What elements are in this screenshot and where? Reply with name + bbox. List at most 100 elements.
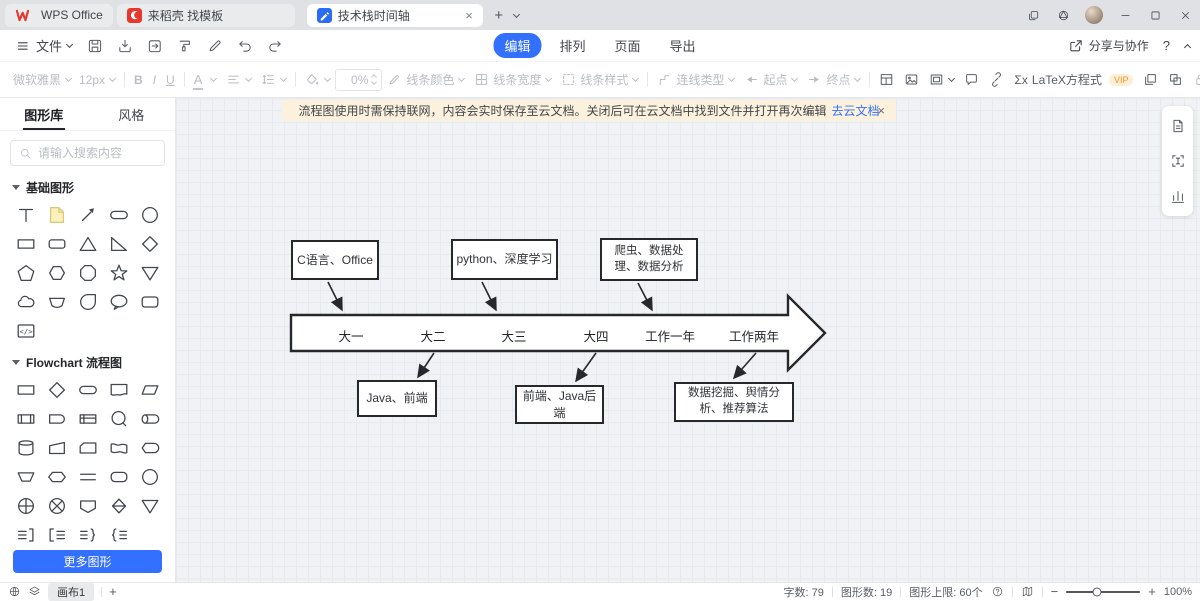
tab-docer-templates[interactable]: 来稻壳 找模板 xyxy=(116,3,295,27)
shape-card-icon[interactable] xyxy=(75,436,101,460)
more-shapes-button[interactable]: 更多图形 xyxy=(13,550,162,573)
shape-triangle-down-icon[interactable] xyxy=(137,261,163,285)
connector-arrow[interactable] xyxy=(327,281,343,312)
shape-terminator-icon[interactable] xyxy=(75,378,101,402)
section-basic-shapes[interactable]: 基础图形 xyxy=(0,170,175,201)
diagram-box[interactable]: python、深度学习 xyxy=(451,239,558,280)
shape-delay-icon[interactable] xyxy=(44,407,70,431)
bar-chart-icon[interactable] xyxy=(1167,186,1189,206)
shape-document-icon[interactable] xyxy=(106,378,132,402)
shape-diamond-icon[interactable] xyxy=(137,232,163,256)
shape-annotation-right-icon[interactable] xyxy=(13,523,39,547)
shape-rounded-box-icon[interactable] xyxy=(137,290,163,314)
tab-style[interactable]: 风格 xyxy=(118,107,145,123)
shape-decision-icon[interactable] xyxy=(44,378,70,402)
shape-octagon-icon[interactable] xyxy=(75,261,101,285)
document-outline-icon[interactable] xyxy=(1167,116,1189,136)
line-width-button[interactable]: 线条宽度 xyxy=(469,68,556,92)
diagram-box[interactable]: 数据挖掘、舆情分析、推荐算法 xyxy=(674,382,794,422)
globe-icon[interactable] xyxy=(8,585,21,598)
shape-off-page-icon[interactable] xyxy=(75,494,101,518)
question-circle-icon[interactable] xyxy=(991,585,1004,598)
tab-document-active[interactable]: 技术栈时间轴 × xyxy=(306,3,483,27)
add-canvas-button[interactable]: + xyxy=(109,584,117,599)
help-button[interactable]: ? xyxy=(1162,38,1170,53)
connector-arrow[interactable] xyxy=(637,282,653,312)
shape-parallel-mode-icon[interactable] xyxy=(75,465,101,489)
share-collaborate-button[interactable]: 分享与协作 xyxy=(1068,37,1149,54)
shape-circle-icon[interactable] xyxy=(137,203,163,227)
shape-process-icon[interactable] xyxy=(13,378,39,402)
italic-button[interactable]: I xyxy=(152,72,157,87)
align-button[interactable] xyxy=(221,68,256,92)
undo-button[interactable] xyxy=(231,34,258,58)
shape-cloud-icon[interactable] xyxy=(13,290,39,314)
save-button[interactable] xyxy=(81,34,108,58)
section-flowchart-shapes[interactable]: Flowchart 流程图 xyxy=(0,345,175,376)
opacity-spinner[interactable]: 0% xyxy=(335,68,383,91)
file-menu[interactable]: 文件 xyxy=(10,34,78,58)
line-style-button[interactable]: 线条样式 xyxy=(556,68,643,92)
slide-frame-button[interactable] xyxy=(924,68,959,92)
shape-teardrop-icon[interactable] xyxy=(75,290,101,314)
zoom-slider-knob[interactable] xyxy=(1092,587,1102,596)
underline-button[interactable]: U xyxy=(166,72,175,87)
shape-collate-icon[interactable] xyxy=(106,494,132,518)
shape-text-icon[interactable] xyxy=(13,203,39,227)
overview-map-icon[interactable] xyxy=(1021,585,1034,598)
stacked-windows-icon[interactable] xyxy=(1018,0,1048,30)
connector-arrow[interactable] xyxy=(732,352,757,380)
shape-star-icon[interactable] xyxy=(106,261,132,285)
close-tab-icon[interactable]: × xyxy=(465,7,473,23)
redo-button[interactable] xyxy=(261,34,288,58)
search-input[interactable] xyxy=(38,146,156,160)
shape-or-junction-icon[interactable] xyxy=(106,407,132,431)
diagram-box[interactable]: 前端、Java后端 xyxy=(515,385,604,424)
insert-image-button[interactable] xyxy=(899,68,924,92)
shape-rectangle-icon[interactable] xyxy=(13,232,39,256)
shape-search-box[interactable] xyxy=(10,140,165,166)
shape-parallelogram-icon[interactable] xyxy=(137,378,163,402)
zoom-slider[interactable] xyxy=(1066,587,1141,596)
shape-sticky-note-icon[interactable] xyxy=(44,203,70,227)
shape-display-icon[interactable] xyxy=(137,436,163,460)
shape-predefined-process-icon[interactable] xyxy=(13,407,39,431)
shape-code-block-icon[interactable]: </> xyxy=(13,319,39,343)
shape-summing-junction-icon[interactable] xyxy=(13,494,39,518)
shape-arrow-icon[interactable] xyxy=(75,203,101,227)
shape-punched-tape-icon[interactable] xyxy=(106,436,132,460)
shape-or-cross-icon[interactable] xyxy=(44,494,70,518)
go-to-cloud-doc-link[interactable]: 去云文档 xyxy=(831,104,880,118)
collapse-toolbar-icon[interactable] xyxy=(1183,43,1192,51)
tab-arrange[interactable]: 排列 xyxy=(559,39,586,54)
shape-manual-operation-icon[interactable] xyxy=(44,436,70,460)
start-point-button[interactable]: 起点 xyxy=(739,68,802,92)
layers-icon[interactable] xyxy=(28,585,41,598)
shape-preparation-icon[interactable] xyxy=(44,465,70,489)
shape-right-triangle-icon[interactable] xyxy=(106,232,132,256)
combine-shapes-button[interactable] xyxy=(1163,68,1188,92)
tab-export[interactable]: 导出 xyxy=(669,39,696,54)
canvas[interactable]: 流程图使用时需保持联网，内容会实时保存至云文档。关闭后可在云文档中找到文件并打开… xyxy=(176,98,1200,582)
shape-brace-left-icon[interactable] xyxy=(106,523,132,547)
edit-pencil-button[interactable] xyxy=(201,34,228,58)
layout-button[interactable] xyxy=(874,68,899,92)
export-button[interactable] xyxy=(141,34,168,58)
connector-arrow[interactable] xyxy=(481,281,497,312)
connector-type-button[interactable]: 连线类型 xyxy=(652,68,739,92)
zoom-in-button[interactable]: + xyxy=(1148,584,1156,599)
bring-to-front-button[interactable] xyxy=(1138,68,1163,92)
shape-connector-icon[interactable] xyxy=(137,465,163,489)
bold-button[interactable]: B xyxy=(134,72,143,87)
font-color-button[interactable]: A xyxy=(189,68,222,92)
shape-merge-icon[interactable] xyxy=(137,494,163,518)
close-window-button[interactable] xyxy=(1170,0,1200,30)
font-family-select[interactable]: 微软雅黑 xyxy=(8,68,74,92)
avatar[interactable] xyxy=(1085,6,1103,24)
shape-triangle-icon[interactable] xyxy=(75,232,101,256)
comment-button[interactable] xyxy=(959,68,984,92)
line-color-button[interactable]: 线条颜色 xyxy=(382,68,469,92)
fill-color-button[interactable] xyxy=(300,68,335,92)
shape-rounded-rectangle-icon[interactable] xyxy=(44,232,70,256)
format-painter-button[interactable] xyxy=(171,34,198,58)
